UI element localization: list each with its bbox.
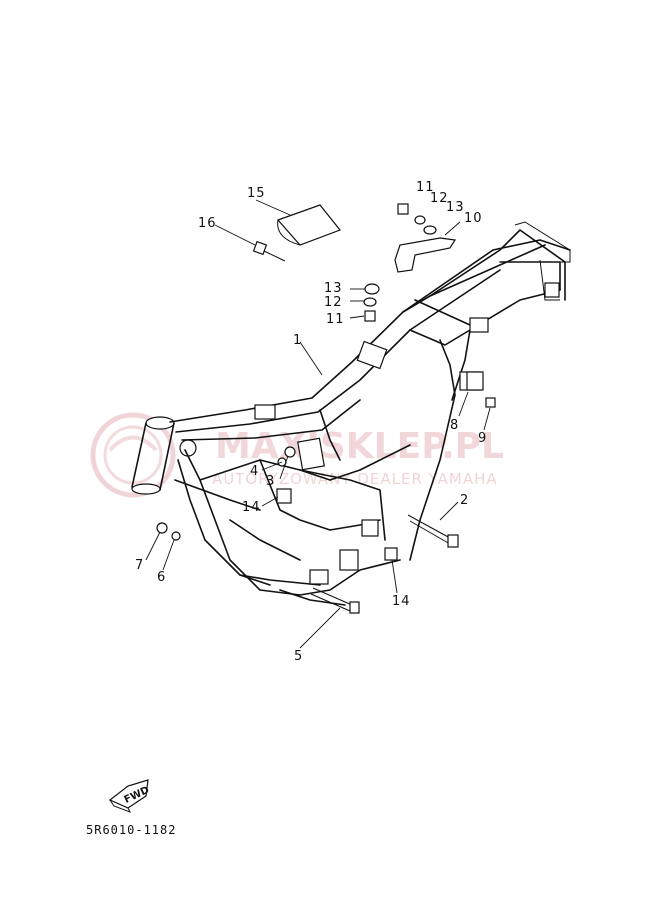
steering-head [131, 416, 197, 495]
part-12-washers [363, 215, 426, 307]
part-14-collars [276, 488, 398, 561]
frame-body [131, 221, 571, 606]
callout-8: 8 [450, 418, 459, 433]
callout-13-mid: 13 [324, 281, 343, 296]
callout-7: 7 [135, 558, 144, 573]
part-16-key [252, 240, 286, 262]
callout-5: 5 [294, 649, 303, 664]
callout-12-top: 12 [430, 191, 449, 206]
part-15-cover [276, 204, 341, 246]
callout-1: 1 [293, 333, 302, 348]
callout-3: 3 [266, 474, 275, 489]
part-5-bolt [310, 587, 360, 614]
leader-lines [145, 199, 491, 649]
callout-11-top: 11 [416, 180, 435, 195]
watermark-tagline: AUTORYZOWANY DEALER YAMAHA [212, 470, 498, 488]
callout-11-mid: 11 [326, 312, 345, 327]
callout-2: 2 [460, 493, 469, 508]
callout-14-left: 14 [242, 500, 261, 515]
part-2-bolt [407, 514, 459, 548]
fwd-arrow-icon: FWD [108, 779, 151, 813]
callout-13-top: 13 [446, 200, 465, 215]
diagram-part-code: 5R6010-1182 [86, 823, 176, 837]
part-9-bolt [485, 397, 496, 408]
callout-16: 16 [198, 216, 217, 231]
callout-6: 6 [157, 570, 166, 585]
callout-4: 4 [250, 464, 259, 479]
callout-10: 10 [464, 211, 483, 226]
callout-15: 15 [247, 186, 266, 201]
callout-9: 9 [478, 431, 487, 446]
part-6-7-nuts [156, 522, 181, 541]
part-11-bolts [364, 203, 409, 322]
part-10-bracket [394, 237, 457, 273]
callouts: 16 15 11 12 13 10 13 12 11 1 8 9 4 3 2 1… [135, 180, 487, 664]
callout-14-right: 14 [392, 594, 411, 609]
part-8-bracket [466, 371, 484, 391]
callout-12-mid: 12 [324, 295, 343, 310]
